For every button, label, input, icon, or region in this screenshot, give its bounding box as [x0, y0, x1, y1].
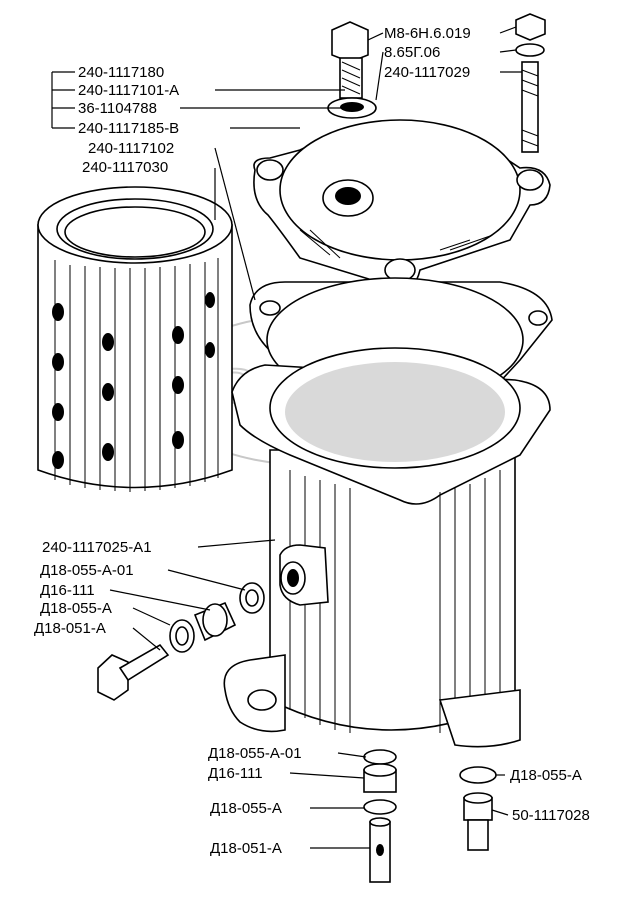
- label-washer-top-left: Д18-055-А-01: [40, 562, 134, 579]
- label-washer-865: 8.65Г.06: [384, 44, 440, 61]
- label-filter-1117030: 240-1117030: [82, 159, 168, 176]
- leader-lines: [51, 26, 522, 849]
- cover-bolt-assembly: [327, 21, 377, 119]
- label-ring-bottom: Д16-111: [208, 765, 263, 782]
- label-bolt-m8: М8-6Н.6.019: [384, 25, 471, 42]
- label-plug-right: 50-1117028: [512, 807, 590, 824]
- label-washer2-top-left: Д18-055-А: [40, 600, 112, 617]
- label-bolt-bottom: Д18-051-А: [210, 840, 282, 857]
- label-washer2-bottom: Д18-055-А: [210, 800, 282, 817]
- label-gasket-1117102: 240-1117102: [88, 140, 174, 157]
- stud-assembly: [515, 13, 546, 153]
- left-fitting-assembly: [97, 582, 265, 701]
- drain-plug-assembly: [459, 766, 497, 851]
- bottom-fitting-assembly: [363, 749, 397, 883]
- label-washer-right: Д18-055-А: [510, 767, 582, 784]
- label-part-1117101: 240-1117101-А: [78, 82, 179, 99]
- label-stud-1117029: 240-1117029: [384, 64, 470, 81]
- label-bolt-left: Д18-051-А: [34, 620, 106, 637]
- label-ring-top-left: Д16-111: [40, 582, 95, 599]
- label-part-1104788: 36-1104788: [78, 100, 157, 117]
- part-labels: М8-6Н.6.019 8.65Г.06 240-1117029 240-111…: [34, 25, 590, 857]
- label-housing-1117025: 240-1117025-А1: [42, 539, 152, 556]
- filter-housing: [223, 347, 551, 748]
- filter-cover: [253, 119, 551, 296]
- label-washer-bottom: Д18-055-А-01: [208, 745, 302, 762]
- filter-element: [37, 186, 233, 492]
- label-part-1117180: 240-1117180: [78, 64, 164, 81]
- label-part-1117185: 240-1117185-В: [78, 120, 179, 137]
